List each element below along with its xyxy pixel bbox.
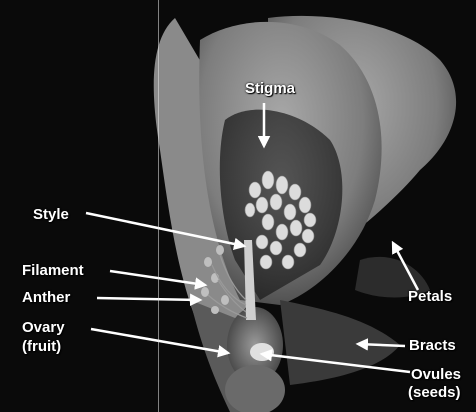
label-stigma: Stigma	[245, 80, 295, 97]
label-filament: Filament	[22, 262, 84, 279]
label-ovary-note: (fruit)	[22, 338, 61, 355]
label-style: Style	[33, 206, 69, 223]
label-petals: Petals	[408, 288, 452, 305]
label-ovules-note: (seeds)	[408, 384, 461, 401]
ovules-shape	[250, 343, 274, 361]
label-ovary: Ovary	[22, 319, 65, 336]
label-bracts: Bracts	[409, 337, 456, 354]
image-seam	[158, 0, 159, 412]
anther-arrow	[97, 298, 200, 300]
bract-right	[280, 300, 400, 385]
label-ovules: Ovules	[411, 366, 461, 383]
label-anther: Anther	[22, 289, 70, 306]
